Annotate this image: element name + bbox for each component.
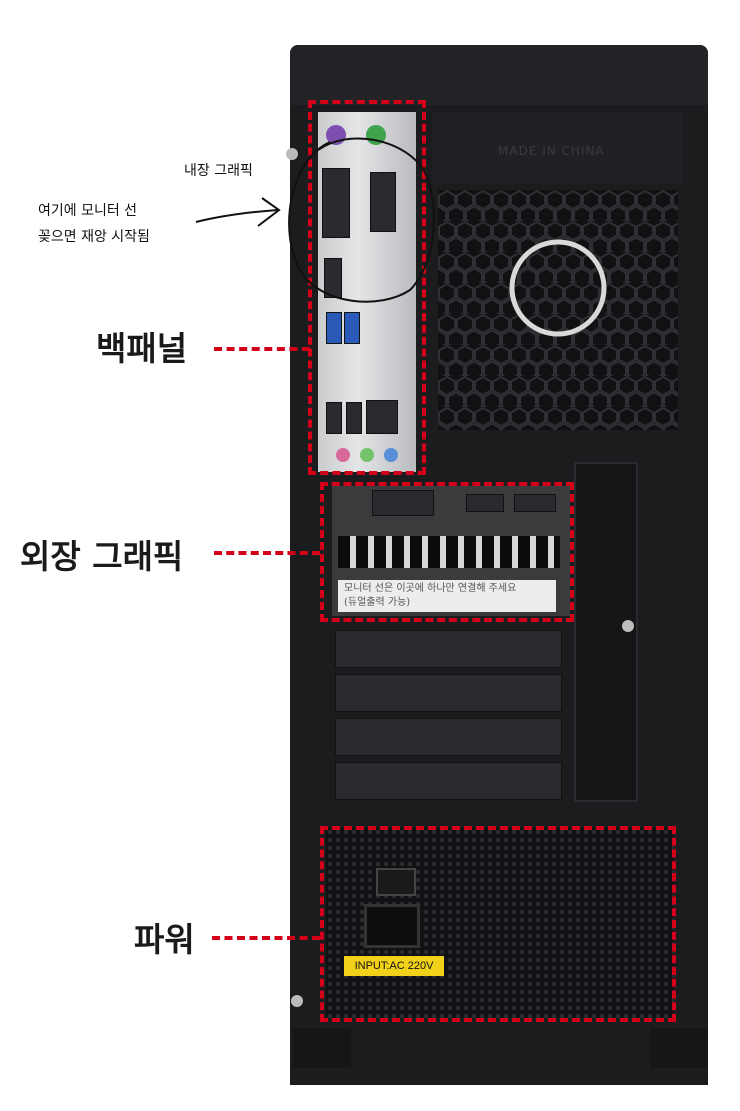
power-switch <box>376 868 416 896</box>
expansion-slot-cover <box>335 762 562 800</box>
psu-input-label: INPUT:AC 220V <box>344 956 444 976</box>
gpu-displayport <box>514 494 556 512</box>
audio-jack-blue <box>384 448 398 462</box>
usb3-port-1 <box>326 312 342 344</box>
screw <box>286 148 298 160</box>
dvi-port <box>322 168 350 238</box>
usb3-port-2 <box>344 312 360 344</box>
arrow-annotation <box>195 197 281 227</box>
gpu-vent <box>338 536 560 568</box>
gpu-hdmi-port <box>466 494 504 512</box>
vga-port <box>370 172 396 232</box>
expansion-slot-cover <box>335 718 562 756</box>
audio-jack-green <box>360 448 374 462</box>
gpu-dvi-port <box>372 490 434 516</box>
made-in-text: MADE IN CHINA <box>498 144 605 158</box>
usb2-port-2 <box>346 402 362 434</box>
internal-graphics-note: 내장 그래픽 <box>184 163 253 179</box>
gpu-sticker-line1: 모니터 선은 이곳에 하나만 연결해 주세요 <box>344 583 517 594</box>
rear-fan <box>438 190 678 430</box>
screw <box>622 620 634 632</box>
power-leader-line <box>212 936 320 940</box>
warning-note-line1: 여기에 모니터 선 <box>38 203 138 219</box>
external-graphics-leader-line <box>214 551 320 555</box>
lan-port <box>366 400 398 434</box>
audio-jack-pink <box>336 448 350 462</box>
expansion-slot-cover <box>335 630 562 668</box>
case-foot-right <box>650 1028 708 1068</box>
screw <box>291 995 303 1007</box>
warning-note: 여기에 모니터 선 꽂으면 재앙 시작됨 <box>38 198 150 250</box>
fan-grill-icon <box>438 190 678 430</box>
case-foot-left <box>293 1028 351 1068</box>
gpu-sticker-line2: (듀얼출력 가능) <box>344 597 411 608</box>
back-panel-highlight-box <box>308 100 426 475</box>
back-panel-leader-line <box>214 347 310 351</box>
gpu-sticker: 모니터 선은 이곳에 하나만 연결해 주세요 (듀얼출력 가능) <box>338 580 556 612</box>
external-graphics-label: 외장 그래픽 <box>20 537 184 576</box>
power-label: 파워 <box>134 920 195 959</box>
power-highlight-box <box>320 826 676 1022</box>
external-graphics-highlight-box <box>320 482 574 622</box>
back-panel-label: 백패널 <box>96 329 188 368</box>
expansion-slot-cover <box>335 674 562 712</box>
case-top-panel <box>290 45 708 105</box>
slot-retention-bracket <box>574 462 638 802</box>
circle-annotation <box>288 137 435 303</box>
case-upper-recess <box>432 112 682 184</box>
hdmi-port <box>324 258 342 298</box>
usb2-port-1 <box>326 402 342 434</box>
power-socket <box>364 904 420 948</box>
warning-note-line2: 꽂으면 재앙 시작됨 <box>38 229 150 245</box>
